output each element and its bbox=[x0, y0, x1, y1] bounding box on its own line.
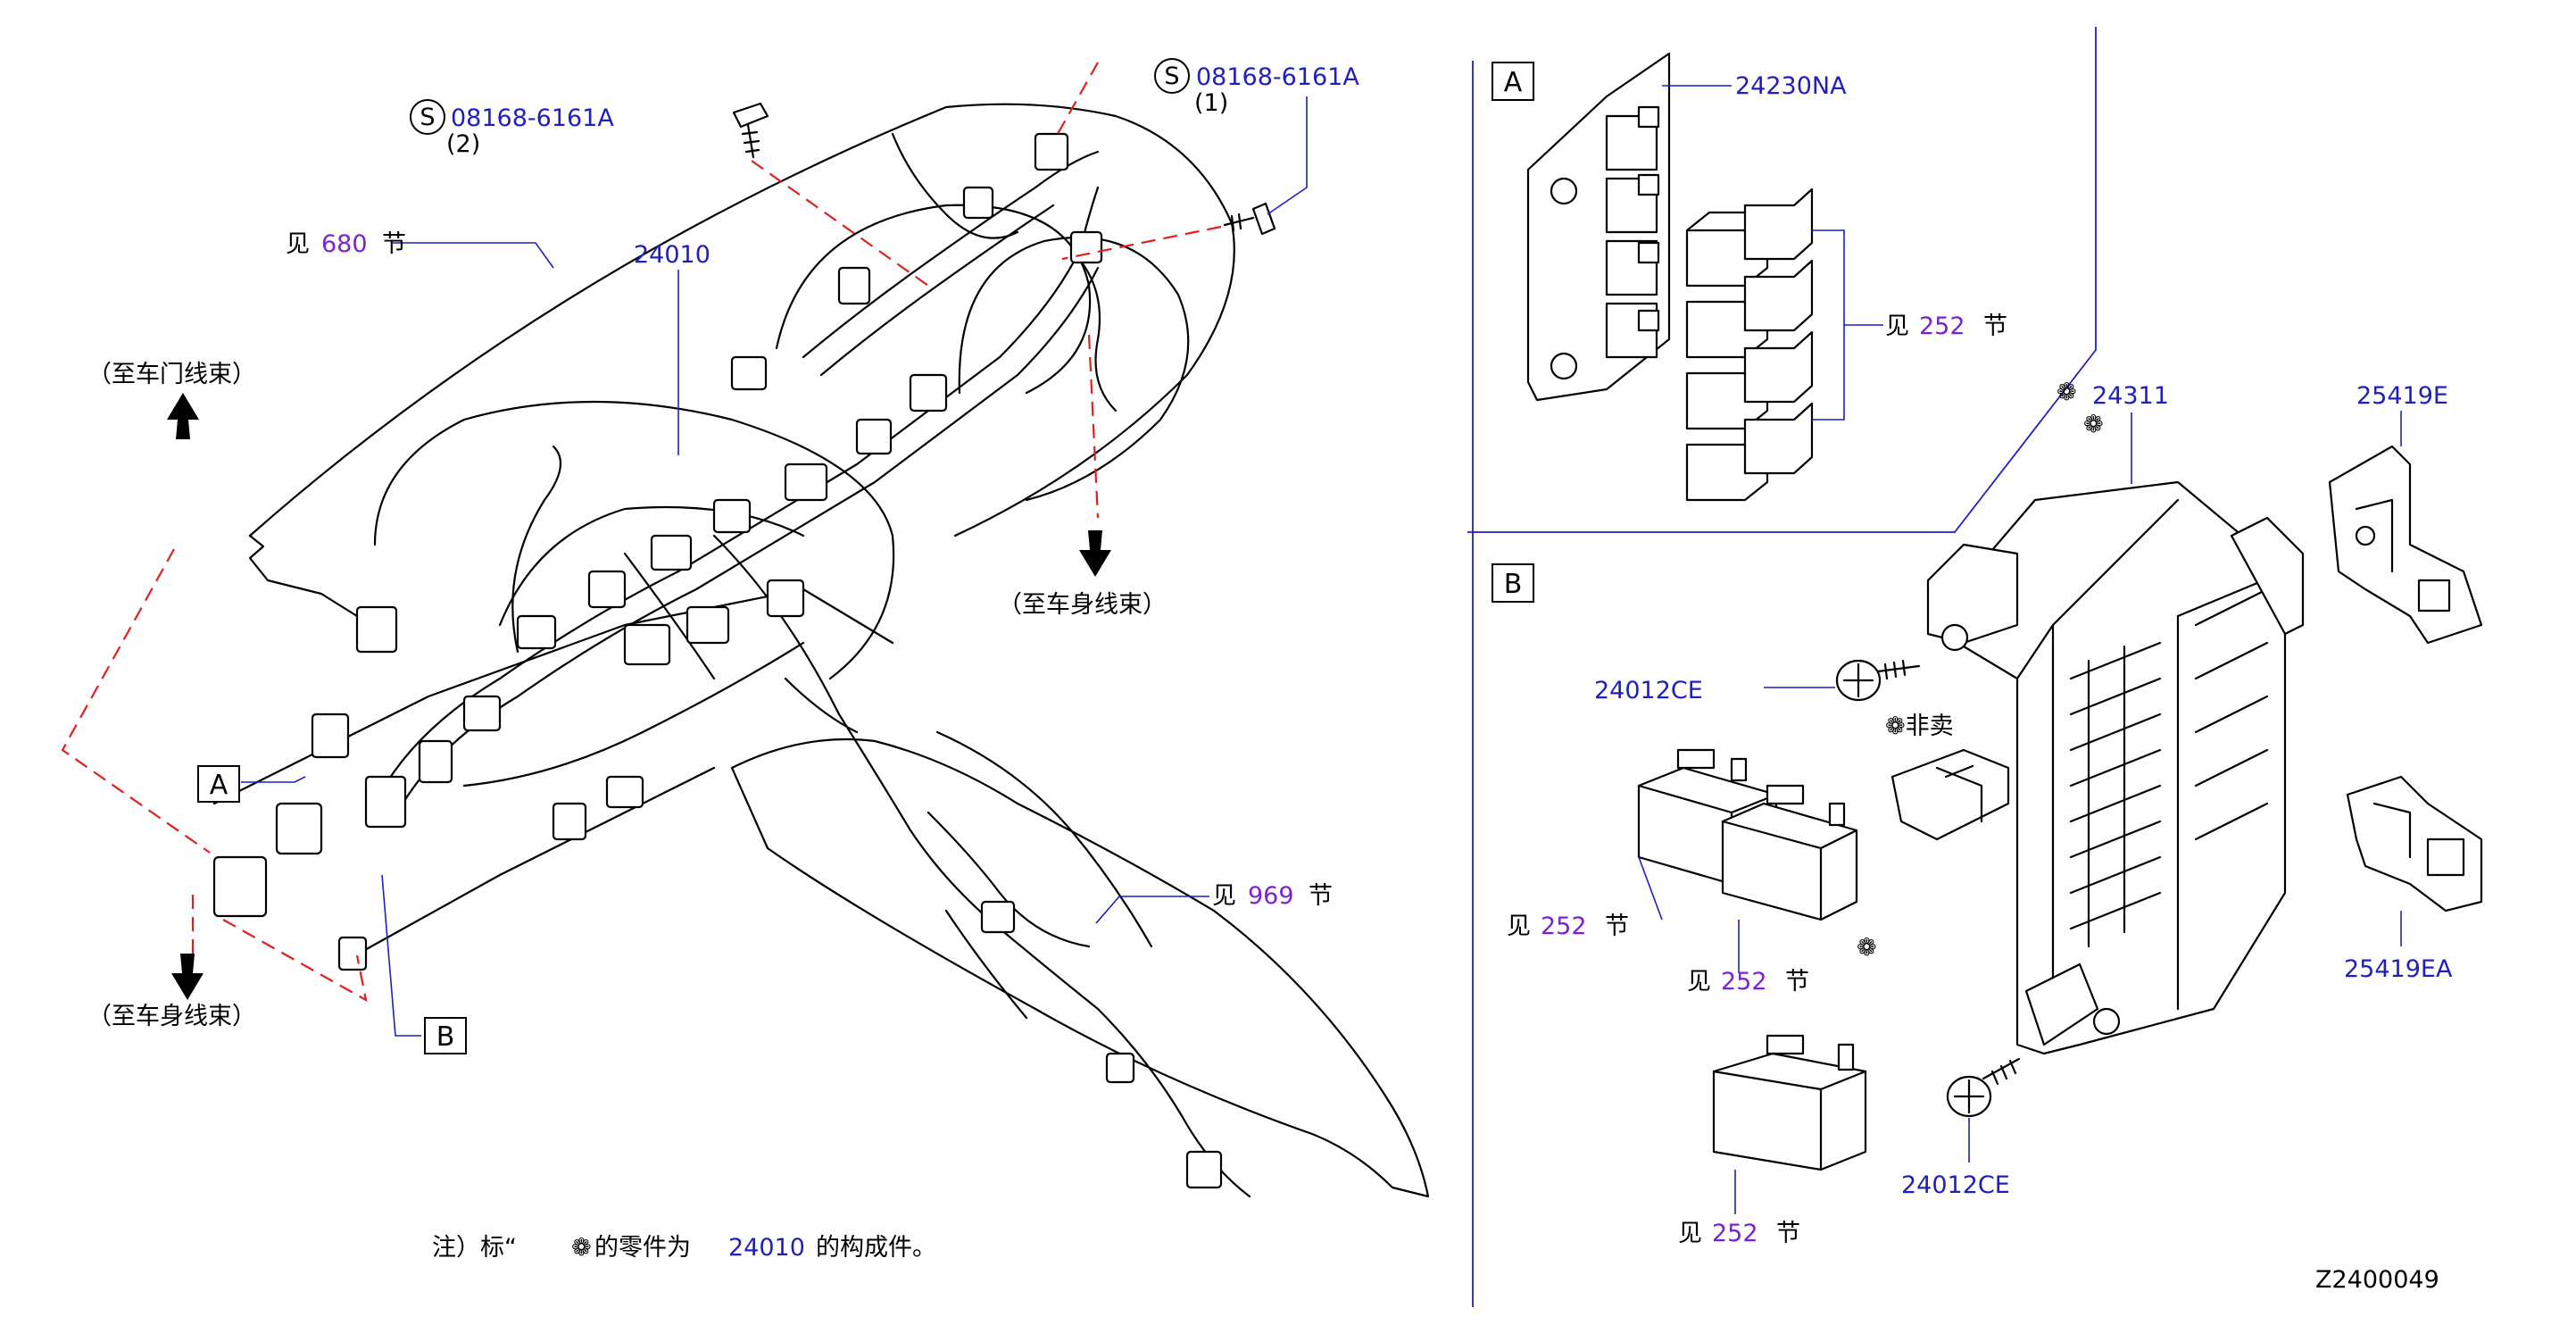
callout-b: B bbox=[424, 1017, 467, 1054]
svg-text:节: 节 bbox=[1785, 968, 1809, 996]
svg-text:见: 见 bbox=[1885, 312, 1909, 340]
see-section-680: 见 680 节 bbox=[286, 230, 406, 258]
callout-a: A bbox=[197, 765, 240, 803]
relay-puller bbox=[1890, 748, 2010, 841]
bracket-part-number: 24230NA bbox=[1735, 72, 1847, 100]
svg-text:A: A bbox=[210, 770, 229, 801]
svg-text:节: 节 bbox=[1605, 912, 1629, 940]
screw-part-bottom: 24012CE bbox=[1901, 1171, 2010, 1199]
loose-mark: ❁ bbox=[1857, 934, 1877, 962]
svg-text:见: 见 bbox=[1687, 968, 1711, 996]
svg-text:B: B bbox=[436, 1021, 455, 1053]
svg-text:680: 680 bbox=[321, 230, 368, 258]
svg-text:24311: 24311 bbox=[2092, 382, 2169, 410]
svg-text:的零件为: 的零件为 bbox=[594, 1234, 691, 1262]
assembly-guides bbox=[61, 62, 1222, 1003]
figure-code: Z2400049 bbox=[2315, 1266, 2439, 1294]
svg-text:24010: 24010 bbox=[728, 1234, 805, 1262]
svg-text:B: B bbox=[1504, 569, 1523, 600]
screw-icon-bottom bbox=[1946, 1057, 2021, 1118]
svg-text:的构成件。: 的构成件。 bbox=[816, 1234, 936, 1262]
clip-25419e bbox=[2328, 445, 2483, 645]
harness-connectors bbox=[212, 132, 1223, 1189]
bolt-qty-left: (2) bbox=[446, 130, 480, 158]
bolt-callout-left: S 08168-6161A (2) bbox=[410, 99, 614, 158]
leaders-left bbox=[241, 96, 1308, 1037]
fuse-block-label: ❁ 24311 ❁ bbox=[2057, 379, 2169, 484]
arrow-down-icon-body-left bbox=[171, 954, 204, 1000]
bolt-part-right: 08168-6161A bbox=[1196, 63, 1359, 91]
relay-2 bbox=[1721, 784, 1858, 921]
relay-bracket bbox=[1526, 52, 1671, 402]
detail-a-box: A bbox=[1492, 62, 1534, 101]
bolt-part-left: 08168-6161A bbox=[451, 104, 614, 132]
label-to-body-harness-left: （至车身线束） bbox=[87, 1003, 256, 1030]
clip-25419ea bbox=[2346, 775, 2483, 912]
svg-text:❁: ❁ bbox=[2057, 379, 2077, 406]
svg-text:252: 252 bbox=[1721, 968, 1767, 996]
svg-text:252: 252 bbox=[1541, 912, 1587, 940]
svg-text:见: 见 bbox=[286, 230, 310, 258]
svg-text:❁: ❁ bbox=[571, 1234, 592, 1262]
relay-2-see-section: 见 252 节 bbox=[1687, 968, 1809, 996]
screw-part-top: 24012CE bbox=[1594, 677, 1703, 704]
svg-text:节: 节 bbox=[1776, 1220, 1800, 1247]
relay-stack bbox=[1685, 188, 1814, 502]
relay-group-see-section: 见 252 节 bbox=[1885, 312, 2007, 340]
bolt-badge-left: S bbox=[420, 104, 435, 131]
svg-text:节: 节 bbox=[1983, 312, 2007, 340]
relay-3-see-section: 见 252 节 bbox=[1678, 1220, 1800, 1247]
svg-text:A: A bbox=[1504, 67, 1523, 98]
panel-separators bbox=[1467, 27, 2097, 1307]
svg-text:节: 节 bbox=[1309, 882, 1333, 910]
bolt-icon-left bbox=[732, 102, 769, 159]
wiring-harness bbox=[373, 132, 1251, 1198]
see-section-969: 见 969 节 bbox=[1212, 882, 1333, 910]
svg-text:节: 节 bbox=[382, 230, 406, 258]
label-to-door-harness: （至车门线束） bbox=[87, 361, 256, 388]
screw-icon-top bbox=[1835, 659, 1921, 702]
svg-text:见: 见 bbox=[1678, 1220, 1702, 1247]
svg-text:252: 252 bbox=[1919, 312, 1965, 340]
svg-text:252: 252 bbox=[1712, 1220, 1758, 1247]
label-to-body-harness-mid: （至车身线束） bbox=[998, 591, 1167, 619]
clip-part-bottom: 25419EA bbox=[2344, 955, 2453, 983]
svg-text:969: 969 bbox=[1248, 882, 1294, 910]
detail-b-box: B bbox=[1492, 563, 1534, 603]
relay-1-see-section: 见 252 节 bbox=[1507, 912, 1629, 940]
not-for-sale-label: ❁非卖 bbox=[1885, 712, 1954, 740]
svg-text:注）标“: 注）标“ bbox=[432, 1234, 517, 1262]
bolt-qty-right: (1) bbox=[1194, 89, 1228, 117]
fuse-block bbox=[1926, 480, 2305, 1055]
arrow-down-icon-body-mid bbox=[1079, 530, 1111, 577]
instrument-panel-outline bbox=[212, 103, 1430, 1198]
footnote: 注）标“ ❁ 的零件为 24010 的构成件。 bbox=[432, 1234, 936, 1262]
clip-part-top: 25419E bbox=[2356, 382, 2448, 410]
arrow-up-icon-door bbox=[167, 393, 199, 439]
svg-text:见: 见 bbox=[1212, 882, 1236, 910]
bolt-badge-right: S bbox=[1164, 62, 1179, 90]
relay-3 bbox=[1712, 1034, 1867, 1171]
svg-text:见: 见 bbox=[1507, 912, 1531, 940]
bolt-icon-right bbox=[1223, 202, 1276, 236]
harness-part-number: 24010 bbox=[634, 241, 710, 269]
bolt-callout-right: S 08168-6161A (1) bbox=[1154, 58, 1359, 117]
svg-text:❁: ❁ bbox=[2083, 411, 2104, 438]
